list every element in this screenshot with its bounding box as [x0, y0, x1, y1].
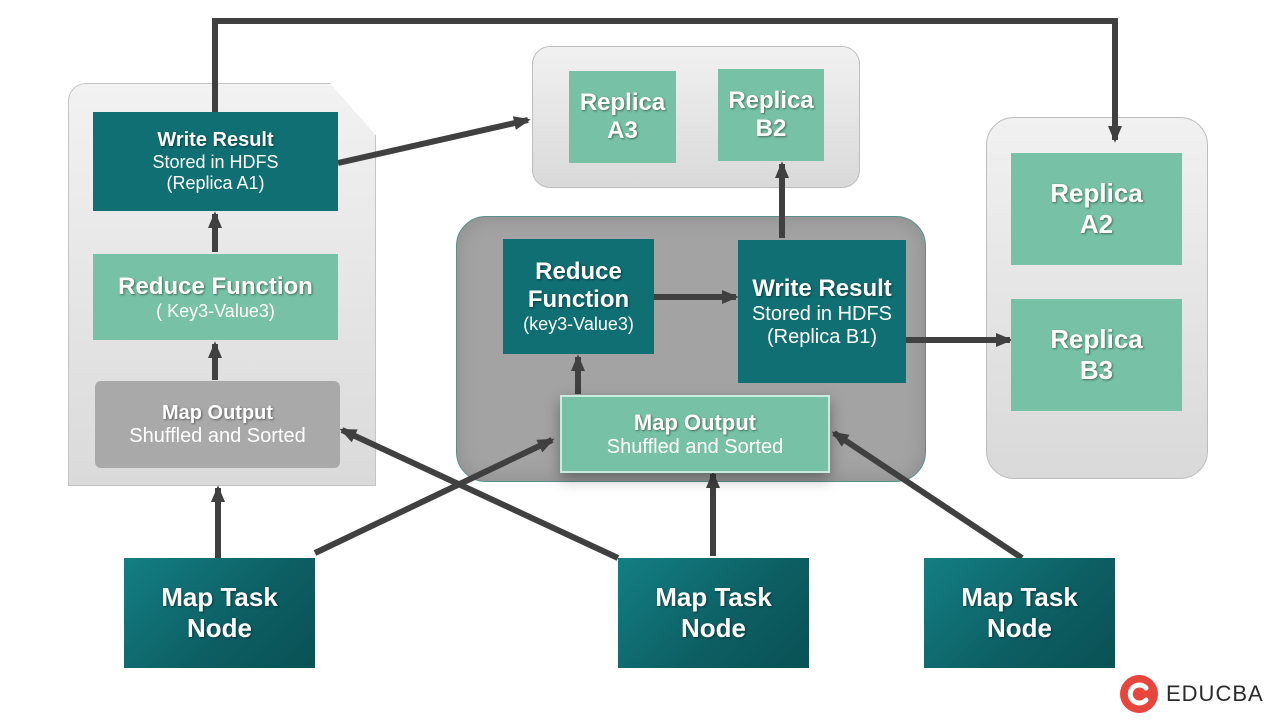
replica-a3-line1: Replica — [579, 89, 666, 116]
center-map-output-line1: Shuffled and Sorted — [606, 435, 784, 458]
arrow-node2-to-left-map — [339, 427, 620, 561]
center-reduce-line3: (key3-Value3) — [523, 314, 634, 334]
loop-arrow — [212, 18, 1122, 143]
educba-logo-text: EDUCBA — [1166, 681, 1264, 706]
left-write-result-title: Write Result — [157, 129, 274, 151]
center-write-result-line1: Stored in HDFS — [751, 302, 893, 325]
map-task-node-3-line2: Node — [987, 613, 1052, 643]
left-write-result-box: Write Result Stored in HDFS (Replica A1) — [93, 112, 338, 211]
left-reduce-function-line1: ( Key3-Value3) — [156, 300, 275, 321]
arrow-node1-to-center-map — [313, 437, 555, 556]
replica-a3-box: Replica A3 — [569, 71, 676, 163]
center-map-output-title: Map Output — [633, 409, 757, 435]
replica-b2-line2: B2 — [755, 115, 787, 142]
educba-logo: EDUCBA — [1118, 672, 1278, 716]
map-task-node-1: Map Task Node — [124, 558, 315, 668]
center-reduce-function-box: Reduce Function (key3-Value3) — [503, 239, 654, 354]
left-map-output-box: Map Output Shuffled and Sorted — [95, 381, 340, 468]
left-map-output-line1: Shuffled and Sorted — [129, 424, 306, 447]
replica-b2-box: Replica B2 — [718, 69, 824, 161]
replica-a2-line1: Replica — [1050, 178, 1143, 208]
map-task-node-1-line1: Map Task — [161, 582, 278, 612]
replica-b3-box: Replica B3 — [1011, 299, 1182, 411]
center-reduce-line2: Function — [527, 286, 630, 313]
map-task-node-3: Map Task Node — [924, 558, 1115, 668]
left-map-output-title: Map Output — [161, 401, 274, 424]
map-task-node-2: Map Task Node — [618, 558, 809, 668]
arrow-to-top-cluster — [337, 116, 531, 166]
replica-b3-line1: Replica — [1050, 324, 1143, 354]
map-task-node-3-line1: Map Task — [961, 582, 1078, 612]
center-write-result-line2: (Replica B1) — [766, 325, 878, 348]
map-task-node-2-line2: Node — [681, 613, 746, 643]
map-task-node-2-line1: Map Task — [655, 582, 772, 612]
center-write-result-title: Write Result — [752, 274, 892, 302]
left-write-result-line2: (Replica A1) — [166, 173, 265, 193]
map-task-node-1-line2: Node — [187, 613, 252, 643]
educba-logo-icon — [1120, 675, 1158, 713]
left-write-result-line1: Stored in HDFS — [152, 152, 279, 172]
replica-b2-line1: Replica — [728, 87, 814, 114]
replica-a2-box: Replica A2 — [1011, 153, 1182, 265]
left-reduce-function-title: Reduce Function — [118, 272, 313, 300]
replica-a3-line2: A3 — [607, 117, 638, 144]
replica-a2-line2: A2 — [1079, 209, 1114, 239]
center-write-result-box: Write Result Stored in HDFS (Replica B1) — [738, 240, 906, 383]
arrow-node3-to-center-map — [831, 430, 1024, 561]
left-reduce-function-box: Reduce Function ( Key3-Value3) — [93, 254, 338, 340]
center-reduce-line1: Reduce — [535, 258, 622, 285]
center-map-output-box: Map Output Shuffled and Sorted — [560, 395, 830, 473]
replica-b3-line2: B3 — [1079, 355, 1114, 385]
